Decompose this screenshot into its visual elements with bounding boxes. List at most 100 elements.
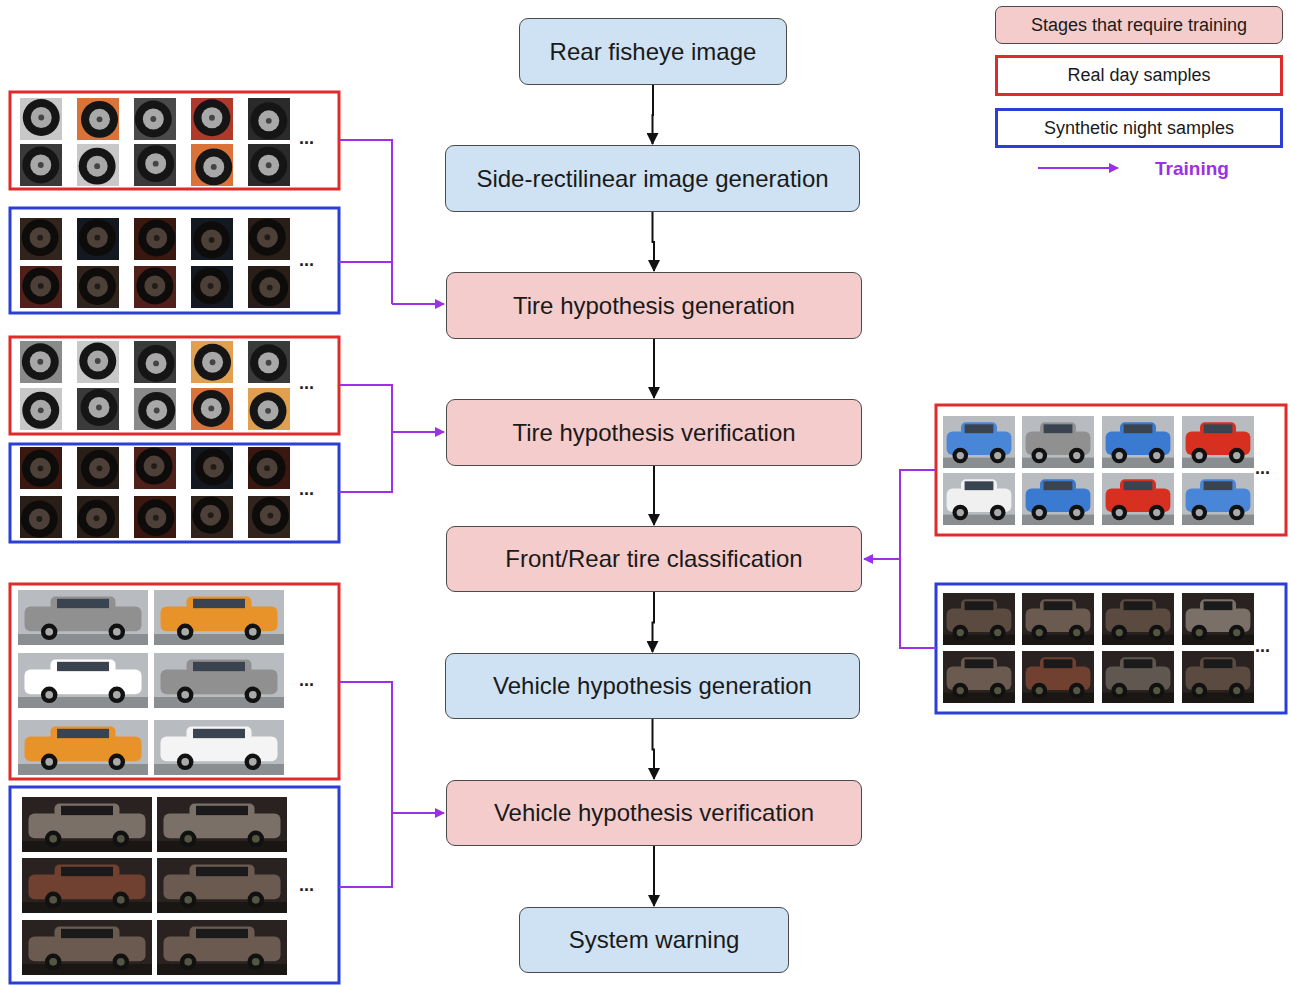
stage-label: Tire hypothesis generation	[513, 292, 795, 320]
ellipsis-label: ...	[299, 373, 314, 394]
stage-label: Front/Rear tire classification	[505, 545, 802, 573]
vehicle-sample	[18, 653, 148, 708]
flow-arrow	[653, 719, 655, 779]
vehicle-sample	[943, 593, 1015, 645]
tire-sample	[134, 447, 176, 489]
vehicle-sample	[943, 651, 1015, 703]
vehicle-sample	[157, 797, 287, 852]
tire-sample	[77, 447, 119, 489]
training-arrows	[339, 140, 1118, 887]
vehicle-sample	[1102, 473, 1174, 525]
vehicle-sample	[22, 797, 152, 852]
tire-sample	[191, 341, 233, 383]
vehicle-sample	[1102, 593, 1174, 645]
process-box: Vehicle hypothesis generation	[445, 653, 860, 719]
legend-item: Real day samples	[995, 55, 1283, 96]
training-stage-box: Tire hypothesis verification	[446, 399, 862, 466]
day-sample-frame	[10, 337, 339, 434]
day-sample-frame	[936, 405, 1286, 535]
tire-sample	[77, 388, 119, 430]
tire-sample	[77, 341, 119, 383]
ellipsis-label: ...	[299, 875, 314, 896]
ellipsis-label: ...	[1255, 458, 1270, 479]
vehicle-sample	[1022, 651, 1094, 703]
stage-label: Vehicle hypothesis verification	[494, 799, 814, 827]
tire-sample	[20, 496, 62, 538]
day-sample-frame	[10, 92, 339, 189]
training-stage-box: Tire hypothesis generation	[446, 272, 862, 339]
ellipsis-label: ...	[299, 250, 314, 271]
vehicle-sample	[157, 858, 287, 913]
night-sample-frame	[10, 208, 339, 313]
tire-sample	[134, 144, 176, 186]
night-sample-frame	[10, 444, 339, 542]
vehicle-sample	[1022, 593, 1094, 645]
tire-sample	[77, 144, 119, 186]
tire-sample	[77, 218, 119, 260]
stage-label: Side-rectilinear image generation	[476, 165, 828, 193]
legend-item: Training	[1128, 155, 1256, 183]
vehicle-sample	[18, 590, 148, 645]
legend-item: Synthetic night samples	[995, 108, 1283, 148]
vehicle-sample	[1182, 593, 1254, 645]
day-sample-frame	[10, 584, 339, 779]
tire-sample	[248, 218, 290, 260]
vehicle-sample	[1182, 651, 1254, 703]
tire-sample	[191, 388, 233, 430]
flow-arrow	[653, 339, 655, 398]
tire-sample	[248, 496, 290, 538]
vehicle-sample	[943, 416, 1015, 468]
tire-sample	[248, 388, 290, 430]
tire-sample	[191, 447, 233, 489]
tire-sample	[20, 388, 62, 430]
vehicle-sample	[18, 720, 148, 775]
stage-label: System warning	[569, 926, 740, 954]
legend-swatch: Stages that require training	[995, 6, 1283, 44]
flow-arrow	[653, 846, 655, 906]
flow-arrow	[653, 212, 655, 271]
tire-sample	[248, 98, 290, 140]
tire-sample	[248, 266, 290, 308]
tire-sample	[134, 388, 176, 430]
flow-arrow	[652, 85, 655, 144]
vehicle-sample	[154, 590, 284, 645]
stage-label: Tire hypothesis verification	[512, 419, 795, 447]
legend-label: Stages that require training	[1031, 15, 1247, 36]
vehicle-sample	[154, 720, 284, 775]
tire-sample	[20, 341, 62, 383]
legend-label: Training	[1155, 158, 1229, 180]
tire-sample	[191, 218, 233, 260]
stage-label: Vehicle hypothesis generation	[493, 672, 812, 700]
tire-sample	[134, 341, 176, 383]
process-box: System warning	[519, 907, 789, 973]
tire-sample	[20, 266, 62, 308]
flow-arrow	[653, 592, 655, 652]
night-sample-frame	[936, 584, 1286, 713]
tire-sample	[248, 341, 290, 383]
process-box: Side-rectilinear image generation	[445, 145, 860, 212]
vehicle-sample	[22, 858, 152, 913]
tire-sample	[77, 98, 119, 140]
ellipsis-label: ...	[299, 128, 314, 149]
tire-sample	[20, 218, 62, 260]
legend-label: Synthetic night samples	[1044, 118, 1234, 139]
tire-sample	[134, 98, 176, 140]
flow-arrow	[653, 466, 655, 525]
stage-label: Rear fisheye image	[550, 38, 757, 66]
tire-sample	[191, 144, 233, 186]
vehicle-sample	[943, 473, 1015, 525]
tire-sample	[191, 496, 233, 538]
tire-sample	[20, 98, 62, 140]
vehicle-sample	[1102, 651, 1174, 703]
process-box: Rear fisheye image	[519, 18, 787, 85]
tire-sample	[20, 447, 62, 489]
tire-sample	[77, 266, 119, 308]
tire-sample	[248, 144, 290, 186]
vehicle-sample	[157, 920, 287, 975]
night-sample-frame	[10, 787, 339, 983]
ellipsis-label: ...	[299, 479, 314, 500]
tire-sample	[191, 98, 233, 140]
tire-sample	[134, 218, 176, 260]
vehicle-sample	[1102, 416, 1174, 468]
tire-sample	[134, 266, 176, 308]
